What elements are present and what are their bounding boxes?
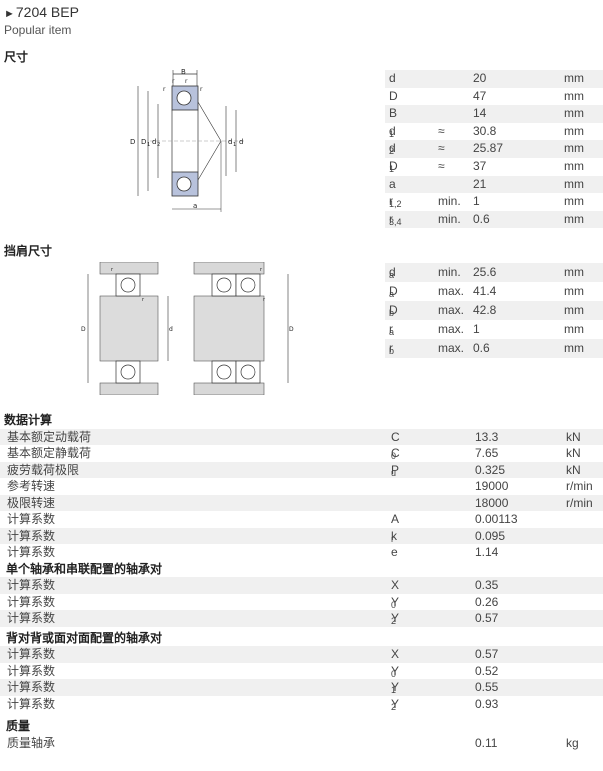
bearing-dimension-drawing: B D D 1 d 2 d d 1 r r r r a (130, 68, 244, 212)
upper-ball (176, 90, 192, 106)
label-r4: r (185, 78, 188, 85)
lower-ball (176, 176, 192, 192)
product-header: ►7204 BEP Popular item (4, 3, 79, 37)
section-single-heading: 单个轴承和串联配置的轴承对 (6, 561, 163, 576)
svg-text:2: 2 (157, 142, 160, 148)
abutment-drawing-pair: D r r (193, 262, 294, 395)
label-d2: d (152, 138, 156, 146)
label-d: d (239, 138, 243, 146)
play-arrow-icon: ► (4, 8, 15, 20)
label-rb: r (260, 267, 263, 273)
label-D: D (130, 138, 135, 146)
svg-text:1: 1 (147, 142, 150, 148)
section-dimensions-heading: 尺寸 (4, 50, 29, 64)
label-r2: r (172, 78, 175, 85)
label-r3: r (200, 86, 203, 93)
label-r1: r (163, 86, 166, 93)
label-D1: D (141, 138, 146, 146)
product-subtitle: Popular item (4, 23, 72, 37)
label-Da: D (81, 326, 86, 333)
label-b: B (181, 68, 186, 76)
svg-text:r: r (142, 297, 145, 303)
product-designation: 7204 BEP (15, 4, 79, 20)
section-calculation-heading: 数据计算 (4, 413, 53, 427)
label-ra: r (111, 267, 114, 273)
section-back-face-heading: 背对背或面对面配置的轴承对 (6, 630, 163, 645)
product-title: ►7204 BEP (4, 3, 79, 23)
svg-text:1: 1 (233, 142, 236, 148)
svg-text:r: r (263, 297, 266, 303)
abutment-drawing-single: D d r r (81, 262, 173, 395)
label-da: d (169, 326, 173, 333)
section-abutment-heading: 挡肩尺寸 (4, 244, 53, 258)
label-d1: d (228, 138, 232, 146)
section-mass-heading: 质量 (6, 719, 31, 733)
label-a: a (193, 202, 197, 210)
label-Db: D (289, 326, 294, 333)
